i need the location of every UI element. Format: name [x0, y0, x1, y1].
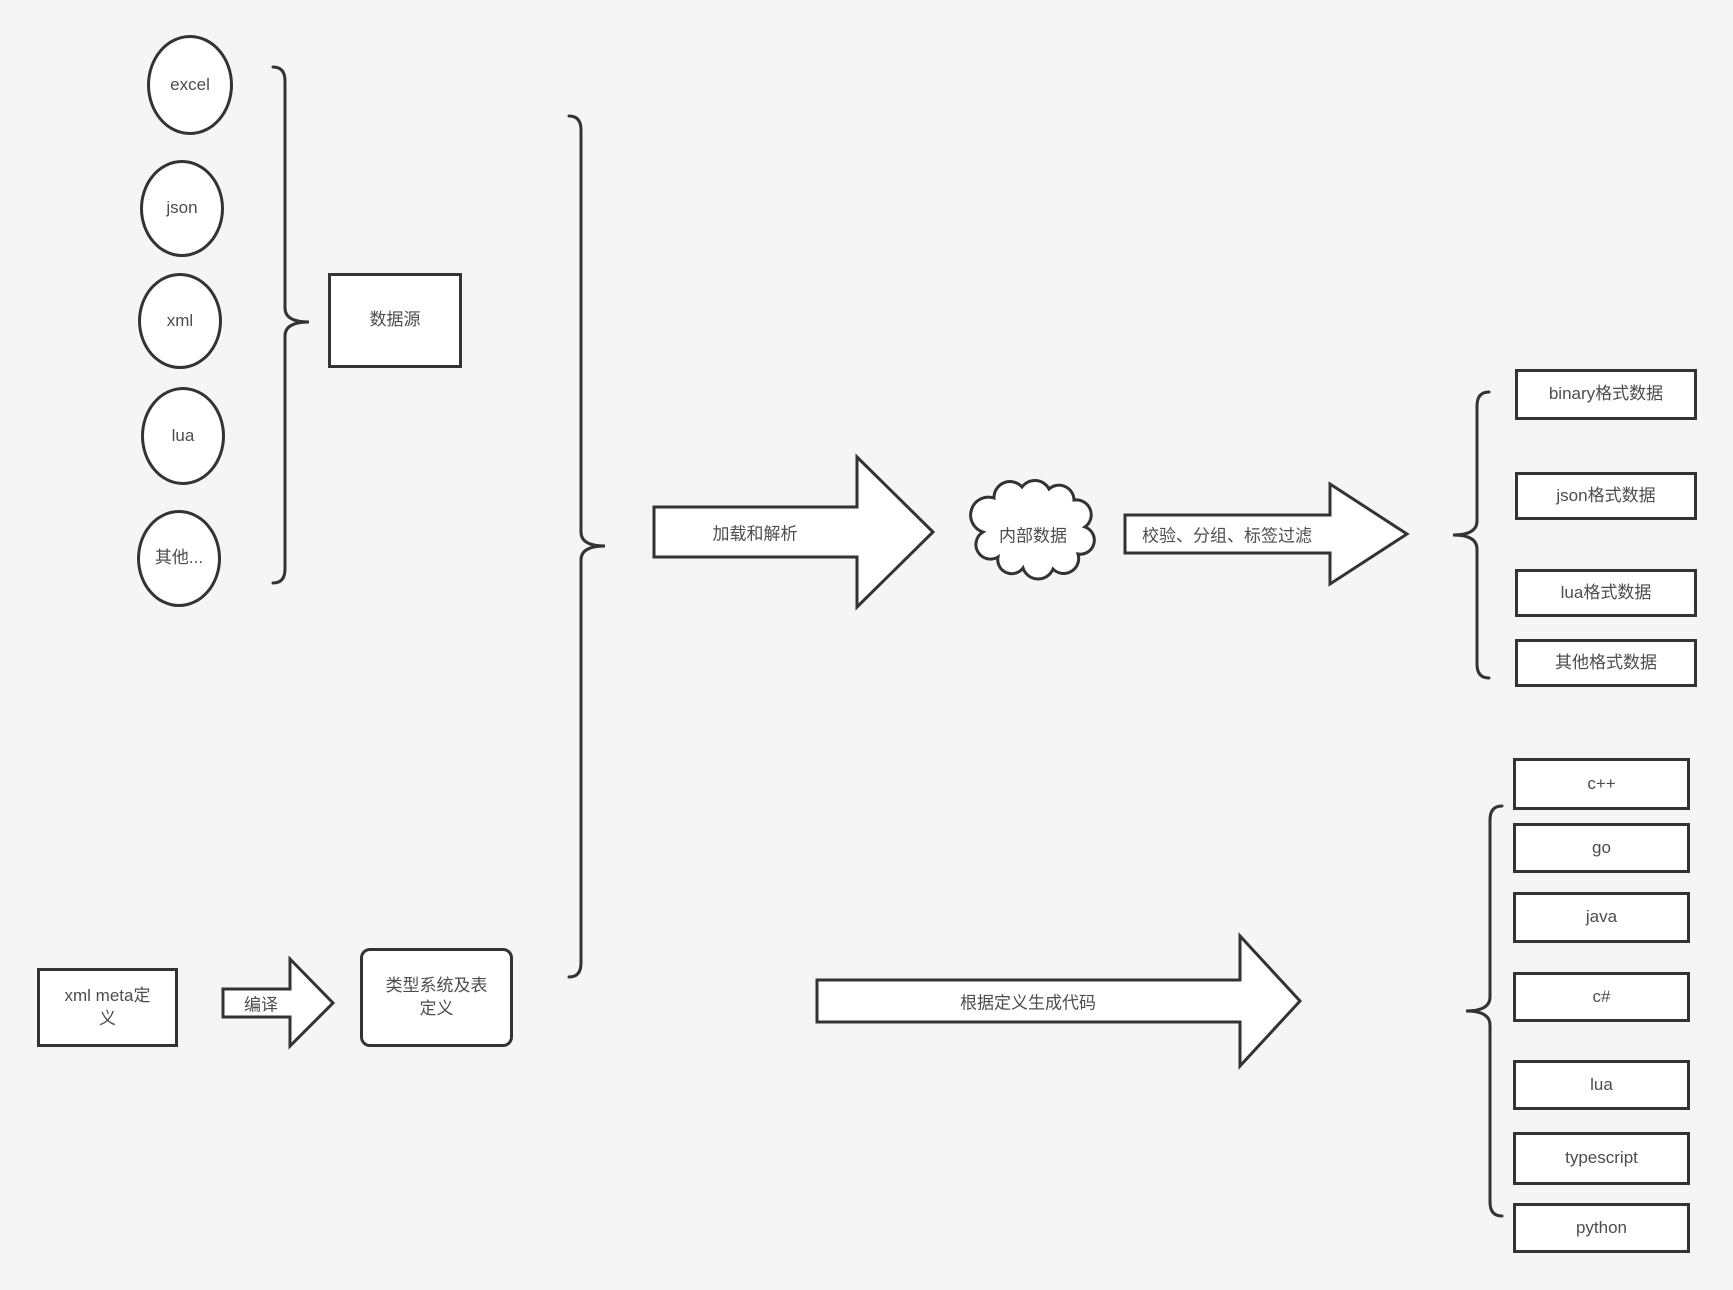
source-node-xml-label: xml: [166, 310, 194, 330]
format-box-binary-label: binary格式数据: [1548, 384, 1664, 404]
codegen-arrow-label: 根据定义生成代码: [960, 993, 1096, 1013]
pipeline-brace: [567, 114, 606, 979]
xml-meta-box: xml meta定义: [37, 968, 178, 1047]
compile-arrow-label: 编译: [244, 995, 278, 1015]
load-parse-arrow-label: 加载和解析: [712, 524, 798, 544]
language-box-lua: lua: [1513, 1060, 1690, 1110]
language-box-python: python: [1513, 1203, 1690, 1253]
sources-brace: [271, 65, 310, 585]
format-box-json-label: json格式数据: [1556, 485, 1656, 505]
language-box-java-label: java: [1585, 907, 1618, 927]
format-box-json: json格式数据: [1515, 472, 1697, 520]
language-box-go-label: go: [1592, 837, 1611, 857]
compile-arrow: [221, 955, 336, 1050]
language-box-python-label: python: [1575, 1217, 1628, 1237]
load-parse-arrow: [652, 453, 936, 611]
languages-brace: [1465, 804, 1504, 1218]
xml-meta-label: xml meta定义: [64, 985, 151, 1028]
format-box-other: 其他格式数据: [1515, 639, 1697, 687]
formats-brace: [1452, 390, 1491, 680]
format-box-lua: lua格式数据: [1515, 569, 1697, 617]
source-node-other: 其他...: [137, 510, 221, 607]
source-node-lua-label: lua: [171, 425, 195, 445]
language-box-cpp-label: c++: [1587, 773, 1616, 793]
language-box-java: java: [1513, 892, 1690, 943]
language-box-go: go: [1513, 823, 1690, 873]
language-box-typescript-label: typescript: [1565, 1148, 1638, 1168]
language-box-typescript: typescript: [1513, 1132, 1690, 1185]
language-box-csharp-label: c#: [1592, 986, 1611, 1006]
internal-data-cloud: [969, 479, 1096, 581]
internal-data-label: 内部数据: [999, 526, 1067, 546]
format-box-binary: binary格式数据: [1515, 369, 1697, 420]
source-node-excel: excel: [147, 35, 233, 135]
language-box-cpp: c++: [1513, 758, 1690, 810]
source-node-lua: lua: [141, 387, 225, 485]
source-node-json-label: json: [166, 198, 198, 218]
source-node-other-label: 其他...: [154, 548, 204, 568]
source-node-json: json: [140, 160, 224, 257]
format-box-lua-label: lua格式数据: [1560, 582, 1652, 602]
language-box-csharp: c#: [1513, 972, 1690, 1022]
type-system-label: 类型系统及表定义: [385, 975, 488, 1018]
source-node-excel-label: excel: [170, 74, 210, 94]
source-node-xml: xml: [138, 273, 222, 369]
format-box-other-label: 其他格式数据: [1555, 652, 1657, 672]
data-source-label: 数据源: [369, 310, 421, 330]
type-system-box: 类型系统及表定义: [360, 948, 513, 1047]
language-box-lua-label: lua: [1590, 1074, 1613, 1094]
data-source-box: 数据源: [328, 273, 462, 368]
filter-arrow-label: 校验、分组、标签过滤: [1142, 526, 1312, 546]
filter-arrow: [1123, 481, 1410, 587]
codegen-arrow: [815, 932, 1303, 1070]
